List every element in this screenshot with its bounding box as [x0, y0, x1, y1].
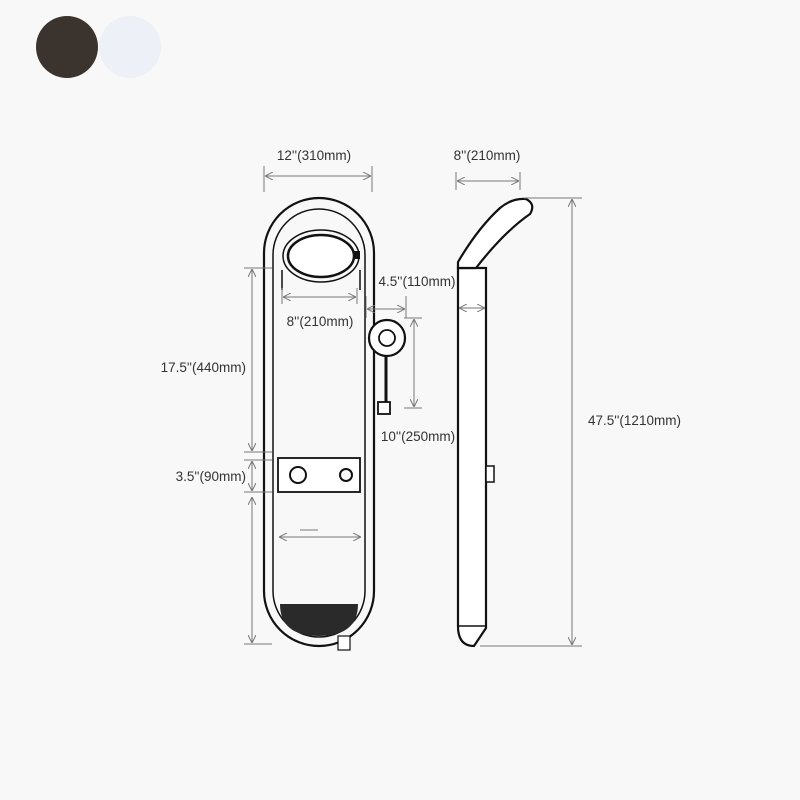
hand-shower-face [378, 329, 396, 347]
side-dimensions: 8''(210mm) 47.5''(1210mm) [454, 148, 681, 647]
swatch-white[interactable] [99, 16, 161, 78]
front-view [262, 196, 407, 651]
panel-inner-outline [272, 208, 366, 638]
dim-hand-shower-drop: 10''(250mm) [381, 429, 455, 444]
bottom-fitting [337, 635, 351, 651]
dim-control-height: 3.5''(90mm) [176, 469, 246, 484]
side-column [456, 266, 488, 648]
panel-bottom-fill [280, 604, 358, 636]
dim-total-height: 47.5''(1210mm) [588, 413, 681, 428]
swatch-matte-black[interactable] [36, 16, 98, 78]
control-knob-right [339, 468, 353, 482]
shower-head [286, 233, 356, 279]
front-dimensions: 12''(310mm) 8''(210mm) 4.5''(110mm) 10''… [161, 148, 456, 645]
side-control-knob [485, 465, 495, 483]
dim-side-depth: 8''(210mm) [454, 148, 521, 163]
shower-head-pivot [354, 251, 360, 259]
dim-front-width: 12''(310mm) [277, 148, 351, 163]
dim-head-spacing: 4.5''(110mm) [379, 274, 456, 289]
control-knob-left [289, 466, 307, 484]
side-shower-arm [456, 197, 534, 270]
side-view [456, 197, 534, 648]
hand-shower-holder [377, 401, 391, 415]
dim-body-height: 17.5''(440mm) [161, 360, 246, 375]
dim-head-width: 8''(210mm) [287, 314, 354, 329]
